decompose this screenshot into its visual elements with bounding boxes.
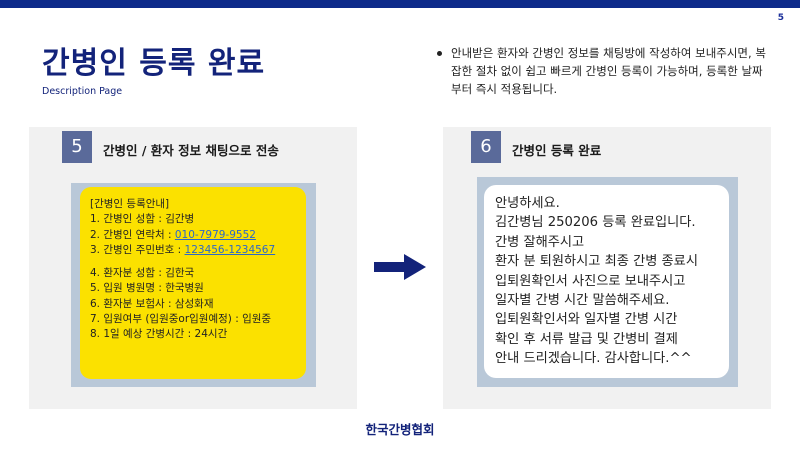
sent-message-bubble: [간병인 등록안내] 1. 간병인 성함 : 김간병 2. 간병인 연락처 : … [80,187,306,379]
message-line: 입퇴원확인서 사진으로 보내주시고 [495,273,686,289]
message-line: 5. 입원 병원명 : 한국병원 [90,282,204,295]
step-panel-5: 5 간병인 / 환자 정보 채팅으로 전송 [간병인 등록안내] 1. 간병인 … [29,127,357,409]
chat-screenshot: 안녕하세요. 김간병님 250206 등록 완료입니다. 간병 잘해주시고 환자… [477,177,738,387]
message-line: 확인 후 서류 발급 및 간병비 결제 [495,331,678,347]
line-gap [90,258,296,266]
id-number-link[interactable]: 123456-1234567 [184,243,276,256]
message-line: 6. 환자분 보험사 : 삼성화재 [90,297,214,310]
page-number: 5 [777,13,784,23]
message-line: 입퇴원확인서와 일자별 간병 시간 [495,312,678,328]
bullet-icon [437,51,442,56]
message-line: 간병 잘해주시고 [495,234,585,250]
received-message-bubble: 안녕하세요. 김간병님 250206 등록 완료입니다. 간병 잘해주시고 환자… [484,185,729,378]
footer-organization: 한국간병협회 [365,422,435,437]
message-line: 3. 간병인 주민번호 : 123456-1234567 [90,243,296,258]
page-subtitle: Description Page [42,86,123,97]
description: 안내받은 환자와 간병인 정보를 채팅방에 작성하여 보내주시면, 복잡한 절차… [437,44,767,98]
message-line: 김간병님 250206 등록 완료입니다. [495,215,696,231]
message-text: 3. 간병인 주민번호 : [90,243,185,256]
message-line: 환자 분 퇴원하시고 최종 간병 종료시 [495,254,698,270]
right-arrow-icon [374,254,426,280]
message-line: [간병인 등록안내] [90,198,170,210]
message-line: 안내 드리겠습니다. 감사합니다.^^ [495,351,692,367]
step-panel-6: 6 간병인 등록 완료 안녕하세요. 김간병님 250206 등록 완료입니다.… [443,127,771,409]
message-line: 7. 입원여부 (입원중or입원예정) : 입원중 [90,313,272,326]
step-title: 간병인 등록 완료 [512,143,602,158]
step-number-badge: 5 [62,131,92,163]
message-line: 2. 간병인 연락처 : 010-7979-9552 [90,228,296,243]
message-line: 8. 1일 예상 간병시간 : 24시간 [90,328,228,341]
message-line: 안녕하세요. [495,196,560,211]
step-number-badge: 6 [471,131,501,163]
chat-screenshot: [간병인 등록안내] 1. 간병인 성함 : 김간병 2. 간병인 연락처 : … [71,183,316,387]
message-line: 4. 환자분 성함 : 김한국 [90,267,195,280]
step-title: 간병인 / 환자 정보 채팅으로 전송 [103,143,279,158]
message-line: 1. 간병인 성함 : 김간병 [90,213,195,226]
message-line: 일자별 간병 시간 말씀해주세요. [495,293,670,309]
top-accent-bar [0,0,800,8]
message-text: 2. 간병인 연락처 : [90,228,175,241]
page-title: 간병인 등록 완료 [42,46,266,81]
phone-link[interactable]: 010-7979-9552 [174,228,256,241]
description-text: 안내받은 환자와 간병인 정보를 채팅방에 작성하여 보내주시면, 복잡한 절차… [451,46,766,96]
